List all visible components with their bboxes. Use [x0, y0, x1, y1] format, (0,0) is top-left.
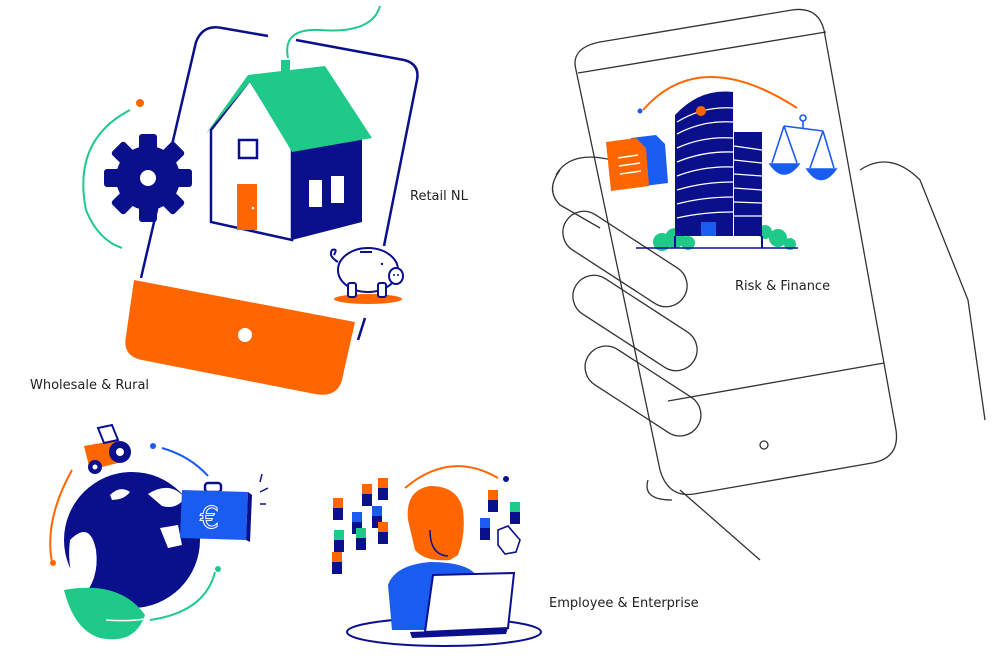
cubes-icon: [332, 478, 520, 574]
hand-icon: [497, 525, 521, 555]
scales-icon: [768, 114, 838, 181]
globe-icon: [64, 472, 200, 608]
phone-icon: [125, 5, 419, 395]
tractor-icon: [84, 423, 131, 474]
risk-finance-illustration: [606, 76, 838, 251]
home-button-icon: [759, 440, 769, 450]
wholesale-illustration: €: [49, 423, 269, 640]
section-label-risk-finance: Risk & Finance: [735, 279, 831, 294]
employee-illustration: [332, 465, 542, 647]
gear-icon: [104, 134, 192, 222]
retail-illustration: [82, 5, 419, 395]
piggy-bank-icon: [329, 247, 404, 304]
section-label-employee-enterprise: Employee & Enterprise: [549, 596, 699, 611]
bush-icon: [653, 225, 796, 251]
hand-holding-phone-icon: [551, 8, 986, 561]
office-building-icon: [636, 91, 798, 249]
leaf-icon: [64, 587, 151, 640]
svg-text:€: €: [200, 501, 219, 536]
section-label-retail: Retail NL: [410, 189, 468, 204]
phone-outline: [574, 8, 898, 496]
home-button-icon: [238, 328, 252, 342]
house-icon: [205, 60, 372, 242]
section-label-wholesale-rural: Wholesale & Rural: [30, 378, 150, 393]
documents-icon: [606, 135, 668, 191]
laptop-icon: [410, 571, 516, 638]
euro-briefcase-icon: €: [180, 473, 269, 542]
